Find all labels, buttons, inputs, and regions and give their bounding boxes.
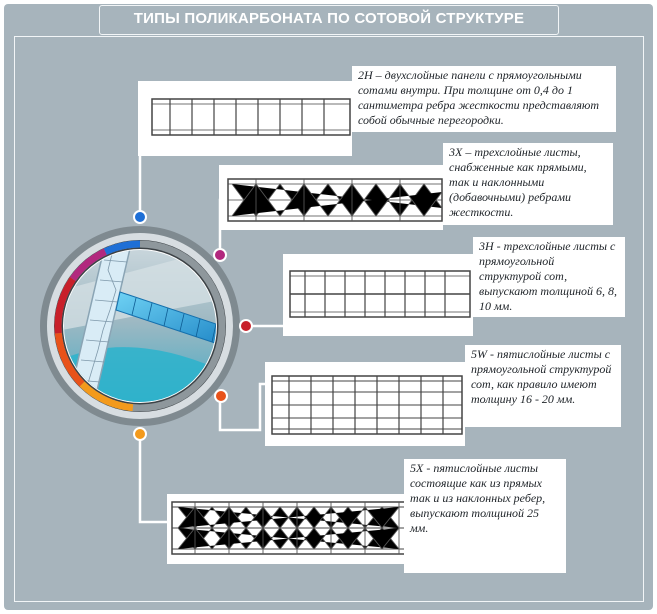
type-markers	[133, 210, 253, 441]
marker-5x	[133, 427, 147, 441]
description-5x: 5X - пятислойные листы состоящие как из …	[404, 459, 566, 573]
marker-2h	[133, 210, 147, 224]
panel-5x-diagram	[167, 494, 413, 564]
panel-2h-diagram	[138, 81, 352, 156]
description-5w: 5W - пятислойные листы с прямоугольной с…	[465, 345, 621, 427]
ring-segment-2	[54, 276, 76, 334]
ring-segment-3	[69, 248, 107, 282]
panel-3x-diagram	[219, 165, 443, 230]
marker-3h	[239, 319, 253, 333]
panel-3h-diagram	[283, 254, 473, 336]
marker-5w	[214, 389, 228, 403]
title-bar	[99, 5, 559, 35]
ring-segment-1	[54, 332, 85, 387]
ring-segment-0	[79, 381, 134, 412]
marker-3x	[213, 248, 227, 262]
panel-5w-diagram	[265, 362, 465, 446]
description-3h: 3H - трехслойные листы с прямоугольной с…	[473, 237, 625, 317]
ring-segment-4	[103, 240, 141, 255]
page-title: ТИПЫ ПОЛИКАРБОНАТА ПО СОТОВОЙ СТРУКТУРЕ	[133, 10, 525, 27]
description-3x: 3X – трехслойные листы, снабженные как п…	[443, 143, 613, 225]
description-2h: 2H – двухслойные панели с прямоугольными…	[352, 66, 616, 132]
inner-frame	[14, 36, 644, 602]
